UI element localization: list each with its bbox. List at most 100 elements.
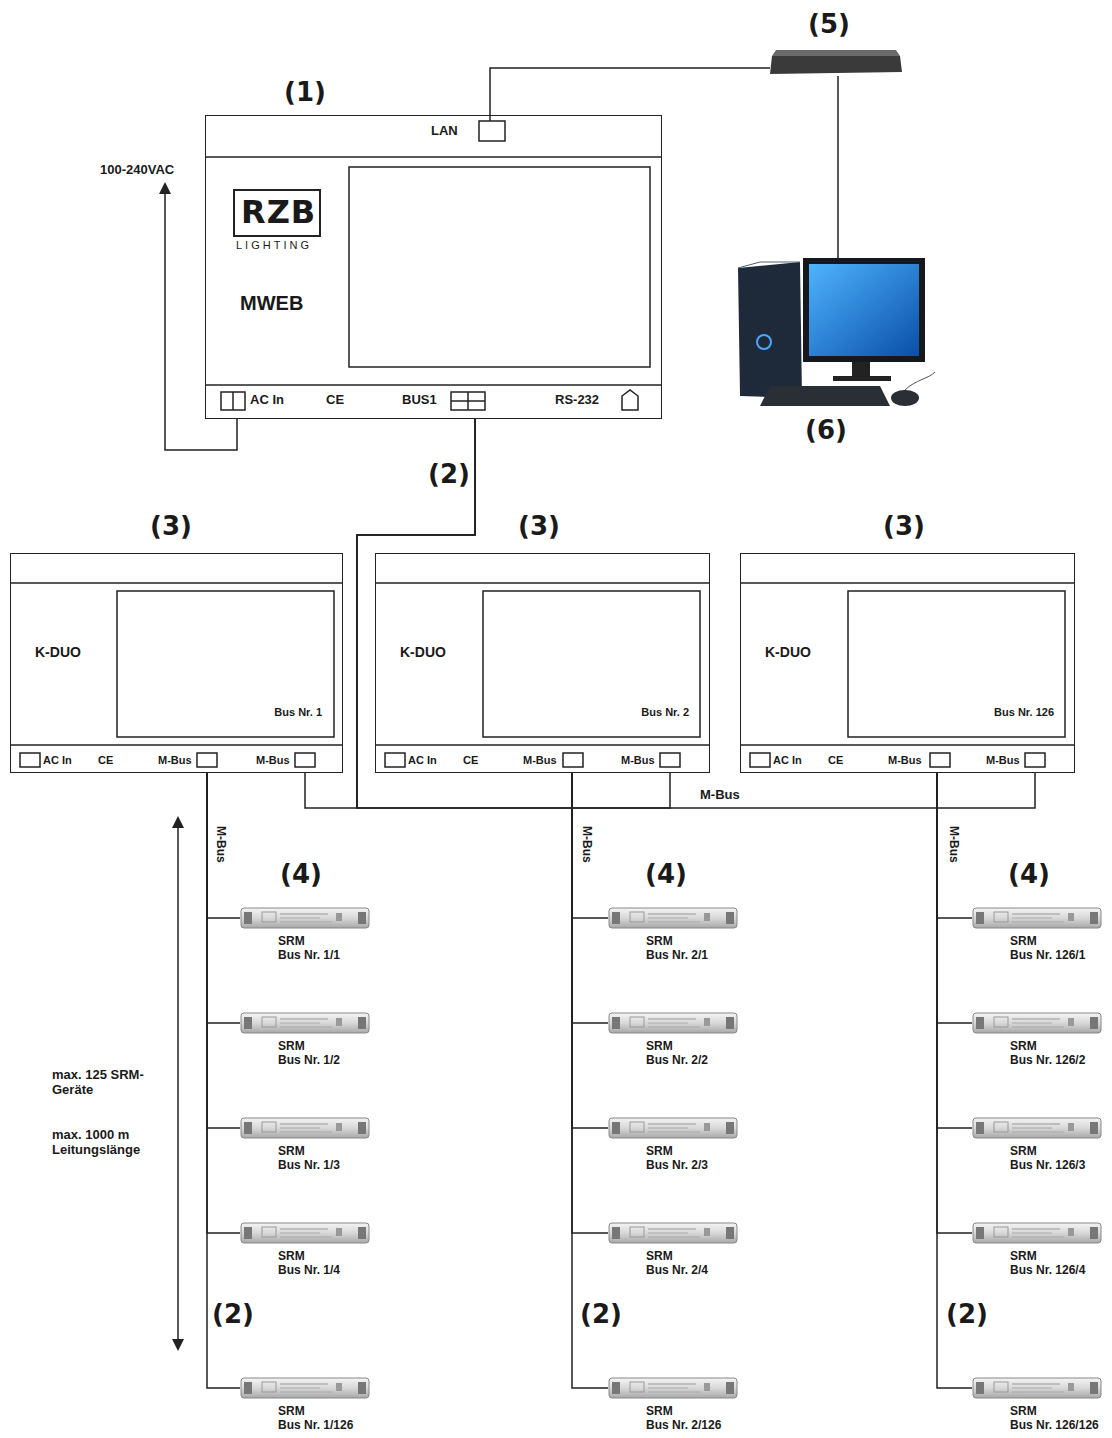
srm-illustration [240,1115,370,1141]
bus-number: Bus Nr. 1/4 [278,1264,340,1278]
bus-number: Bus Nr. 126 [994,706,1054,719]
callout-number: (6) [805,416,847,446]
port-label: AC In [43,754,72,767]
logo-text: LIGHTING [236,239,312,252]
device-name: K-DUO [35,644,81,660]
port-label: M-Bus [256,754,290,767]
bus-label: M-Bus [946,826,960,863]
port-label: AC In [773,754,802,767]
srm-illustration [608,1220,738,1246]
logo-text: RZB [241,192,316,232]
bus-wire [572,773,608,1388]
port-label: BUS1 [402,393,437,408]
port-label: M-Bus [986,754,1020,767]
callout-number: (2) [428,460,470,490]
ce-mark: CE [98,754,113,767]
callout-number: (3) [518,512,560,542]
device-name: SRM [1010,1250,1037,1264]
bus-module-box: K-DUOBus Nr. 1 [10,553,343,773]
device-name: SRM [278,935,305,949]
device-name: SRM [1010,1145,1037,1159]
srm-device: SRMBus Nr. 126/1 [972,905,1104,967]
srm-device: SRMBus Nr. 1/4 [240,1220,372,1282]
bus-number: Bus Nr. 126/2 [1010,1054,1085,1068]
bus-wire [572,773,608,1128]
srm-device: SRMBus Nr. 126/126 [972,1375,1104,1437]
srm-device: SRMBus Nr. 2/3 [608,1115,740,1177]
callout-number: (4) [280,860,322,890]
device-name: SRM [646,1145,673,1159]
srm-illustration [972,1010,1102,1036]
srm-device: SRMBus Nr. 1/2 [240,1010,372,1072]
srm-device: SRMBus Nr. 1/126 [240,1375,372,1437]
port-label: LAN [431,124,458,139]
srm-illustration [972,905,1102,931]
device-name: SRM [1010,1405,1037,1419]
bus-number: Bus Nr. 126/1 [1010,949,1085,963]
bus-wire [937,773,972,1233]
bus-number: Bus Nr. 126/4 [1010,1264,1085,1278]
callout-number: (1) [284,78,326,108]
bus-number: Bus Nr. 1/126 [278,1419,353,1433]
ce-mark: CE [828,754,843,767]
srm-illustration [240,905,370,931]
port-label: M-Bus [621,754,655,767]
callout-number: (3) [150,512,192,542]
bus-module-box: K-DUO Bus Nr. 126 [740,553,1075,773]
bus-wire [207,773,240,1388]
bus-number: Bus Nr. 1/2 [278,1054,340,1068]
srm-illustration [240,1375,370,1401]
srm-illustration [972,1115,1102,1141]
device-name: SRM [646,1405,673,1419]
note: max. 125 SRM-Geräte [52,1068,162,1098]
bus-wire [937,773,972,1388]
device-name: SRM [1010,1040,1037,1054]
srm-device: SRMBus Nr. 1/1 [240,905,372,967]
bus-wire [937,773,972,1023]
bus-module-box: K-DUO Bus Nr. 2 [375,553,710,773]
device-name: SRM [278,1040,305,1054]
bus-wire [572,773,608,1233]
port-label: M-Bus [888,754,922,767]
bus-wire [572,773,608,1023]
bus-number: Bus Nr. 2/4 [646,1264,708,1278]
port-label: AC In [408,754,437,767]
bus-wire [357,419,1035,808]
bus-number: Bus Nr. 2 [641,706,689,719]
callout-number: (4) [645,860,687,890]
bus-wire [207,773,240,1233]
srm-illustration [608,1115,738,1141]
device-name: K-DUO [765,644,811,660]
device-name: K-DUO [400,644,446,660]
srm-device: SRMBus Nr. 1/3 [240,1115,372,1177]
bus-label: M-Bus [213,826,227,863]
srm-illustration [972,1220,1102,1246]
callout-number: (2) [580,1300,622,1330]
srm-device: SRMBus Nr. 2/2 [608,1010,740,1072]
srm-illustration [608,1375,738,1401]
bus-wire [572,773,608,918]
bus-wire [207,773,240,1023]
bus-label: M-Bus [579,826,593,863]
srm-device: SRMBus Nr. 2/1 [608,905,740,967]
bus-wire [305,419,475,808]
port-label: M-Bus [158,754,192,767]
srm-device: SRMBus Nr. 126/4 [972,1220,1104,1282]
callout-number: (2) [212,1300,254,1330]
device-name: SRM [1010,935,1037,949]
srm-illustration [240,1010,370,1036]
callout-number: (5) [808,10,850,40]
device-name: SRM [278,1145,305,1159]
bus-wire [937,773,972,1128]
device-name: SRM [278,1405,305,1419]
port-label: AC In [250,393,284,408]
device-name: MWEB [240,292,303,315]
port-label: M-Bus [523,754,557,767]
bus-number: Bus Nr. 2/3 [646,1159,708,1173]
bus-label: M-Bus [700,788,740,803]
note: max. 1000 m Leitungslänge [52,1128,162,1158]
port-label: RS-232 [555,393,599,408]
bus-number: Bus Nr. 1/1 [278,949,340,963]
